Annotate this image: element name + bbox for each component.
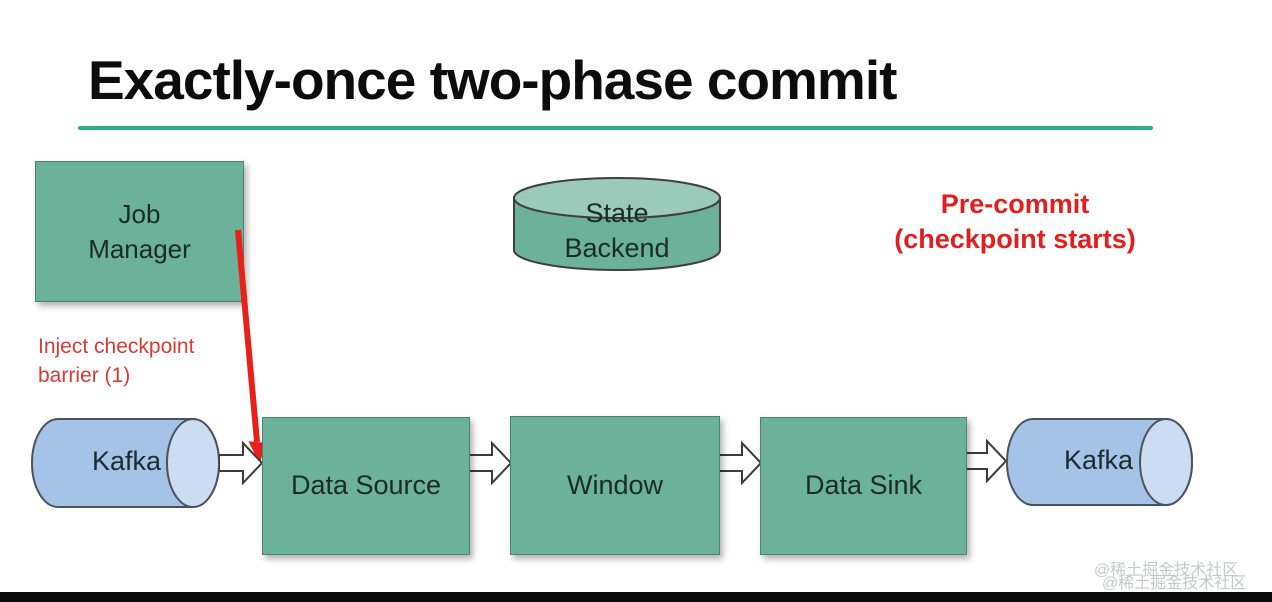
data-source-node: Data Source xyxy=(262,417,470,555)
kafka-sink-cylinder-icon xyxy=(1006,418,1193,506)
watermark-text: @稀土掘金技术社区 xyxy=(1102,575,1247,592)
window-node: Window xyxy=(510,416,720,555)
flow-arrow-icon xyxy=(219,441,263,485)
state-backend-cylinder-icon xyxy=(513,177,721,271)
data-source-label: Data Source xyxy=(290,470,442,501)
bottom-bar xyxy=(0,592,1272,602)
checkpoint-barrier-arrow-icon xyxy=(235,229,267,464)
watermark-text: @稀土掘金技术社区 xyxy=(1094,562,1239,579)
kafka-source-cylinder-icon xyxy=(31,418,220,508)
flow-arrow-icon xyxy=(963,439,1007,483)
flow-arrow-icon xyxy=(468,441,512,485)
title-underline xyxy=(78,126,1153,130)
data-sink-node: Data Sink xyxy=(760,417,967,555)
job-manager-node: Job Manager xyxy=(35,161,244,302)
page-title: Exactly-once two-phase commit xyxy=(88,49,897,111)
job-manager-label: Job Manager xyxy=(88,199,191,264)
flow-arrow-icon xyxy=(718,441,762,485)
inject-barrier-annotation: Inject checkpoint barrier (1) xyxy=(38,335,195,387)
window-label: Window xyxy=(566,469,664,500)
pre-commit-annotation: Pre-commit (checkpoint starts) xyxy=(894,189,1136,255)
data-sink-label: Data Sink xyxy=(804,470,923,501)
